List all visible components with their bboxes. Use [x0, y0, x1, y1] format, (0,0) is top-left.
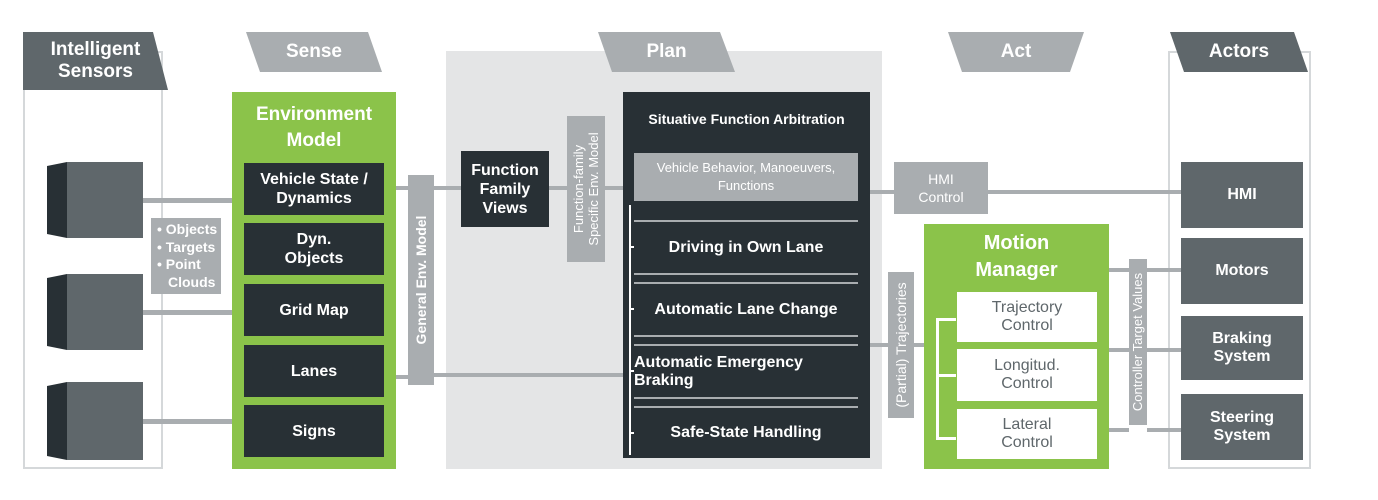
connector-line: [1147, 268, 1181, 272]
vehicle-behavior-box: Vehicle Behavior, Manoeuvers,Functions: [634, 153, 858, 201]
env-item-signs: Signs: [244, 405, 384, 457]
motion-bracket-tick: [936, 437, 956, 440]
arbitration-tick: [629, 432, 634, 434]
general-env-model-bar: General Env. Model: [408, 175, 434, 385]
header-label: Act: [1000, 41, 1032, 62]
sensor-output-item: • Point: [157, 256, 201, 272]
connector-line: [549, 186, 567, 190]
function-automatic-lane-change: Automatic Lane Change: [634, 282, 858, 337]
situative-function-arbitration: [623, 92, 870, 458]
env-item-vehicle-state: Vehicle State /Dynamics: [244, 163, 384, 215]
function-automatic-emergency-braking: Automatic Emergency Braking: [634, 344, 858, 399]
header-label: Intelligent: [50, 39, 141, 60]
partial-trajectories-bar: (Partial) Trajectories: [888, 272, 914, 418]
env-item-dyn-objects: Dyn.Objects: [244, 223, 384, 275]
header-actors: Actors: [1170, 32, 1308, 72]
connector-line: [914, 343, 928, 347]
env-item-grid-map: Grid Map: [244, 284, 384, 336]
header-act: Act: [948, 32, 1084, 72]
header-plan: Plan: [598, 32, 735, 72]
connector-line: [1147, 348, 1181, 352]
sensor-output-item: • Targets: [157, 238, 216, 255]
controller-target-values-bar: Controller Target Values: [1129, 259, 1147, 425]
env-item-lanes: Lanes: [244, 345, 384, 397]
motion-bracket-tick: [936, 318, 956, 321]
actor-motors: Motors: [1181, 238, 1303, 304]
arbitration-spine: [629, 205, 631, 455]
connector-line: [605, 186, 623, 190]
connector-line: [434, 186, 462, 190]
function-driving-in-own-lane: Driving in Own Lane: [634, 220, 858, 275]
header-label: Sensors: [58, 61, 133, 82]
connector-line: [1109, 428, 1129, 432]
header-label: Plan: [646, 41, 687, 62]
arbitration-title: Situative Function Arbitration: [648, 111, 845, 127]
longitudinal-control: Longitud.Control: [957, 349, 1097, 401]
sensor-output-item: Clouds: [168, 273, 216, 290]
motion-bracket-tick: [936, 374, 956, 377]
connector-line: [870, 343, 888, 347]
arbitration-tick: [629, 370, 634, 372]
header-label: Actors: [1208, 41, 1270, 62]
sensor-icon: [45, 380, 145, 462]
header-label: Sense: [286, 41, 342, 62]
sensor-output-item: • Objects: [157, 221, 218, 237]
connector-line: [140, 310, 240, 315]
connector-line: [870, 190, 894, 194]
connector-line: [1109, 348, 1129, 352]
connector-line: [1147, 428, 1181, 432]
connector-line: [1109, 268, 1129, 272]
connector-line: [140, 198, 240, 203]
connector-line: [140, 419, 240, 424]
actor-hmi: HMI: [1181, 162, 1303, 228]
connector-line: [434, 373, 634, 377]
sensor-output-list: • Objects • Targets • Point Clouds: [151, 218, 221, 294]
motion-bracket: [936, 318, 939, 440]
function-safe-state-handling: Safe-State Handling: [634, 406, 858, 458]
header-sense: Sense: [246, 32, 382, 72]
connector-line: [988, 190, 1181, 194]
sensor-icon: [45, 272, 145, 352]
arbitration-tick: [629, 308, 634, 310]
sensor-icon: [45, 160, 145, 240]
arbitration-tick: [629, 246, 634, 248]
